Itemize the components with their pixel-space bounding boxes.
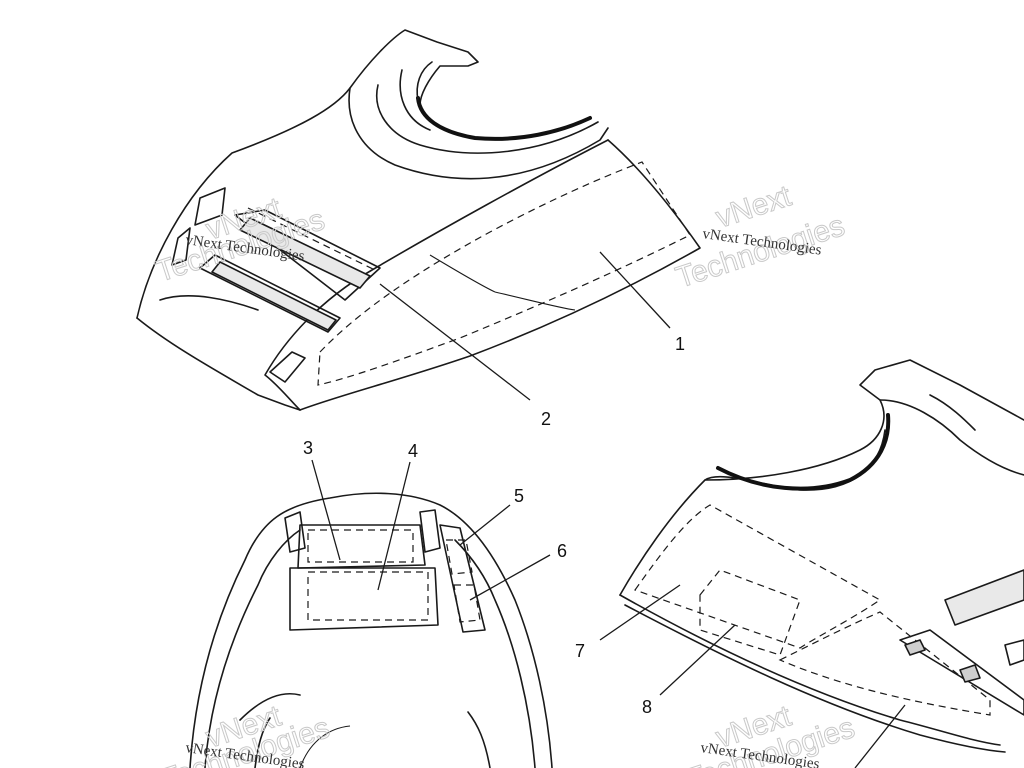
callout-lines — [311, 251, 906, 768]
callout-2: 2 — [541, 409, 551, 429]
callout-labels: 1 2 3 4 5 6 7 8 — [303, 334, 685, 717]
callout-4: 4 — [408, 441, 418, 461]
hood-view-front — [189, 492, 553, 768]
watermark-bottom-right: vNext Technologies vNext Technologies — [681, 699, 859, 768]
hood-view-side — [619, 359, 1024, 753]
callout-3: 3 — [303, 438, 313, 458]
callout-6: 6 — [557, 541, 567, 561]
watermark-bottom-left: vNext Technologies vNext Technologies — [156, 699, 334, 768]
callout-1: 1 — [675, 334, 685, 354]
callout-7: 7 — [575, 641, 585, 661]
callout-5: 5 — [514, 486, 524, 506]
watermark-top-right: vNext Technologies vNext Technologies — [671, 179, 849, 295]
callout-8: 8 — [642, 697, 652, 717]
hood-view-top-left — [136, 29, 701, 411]
